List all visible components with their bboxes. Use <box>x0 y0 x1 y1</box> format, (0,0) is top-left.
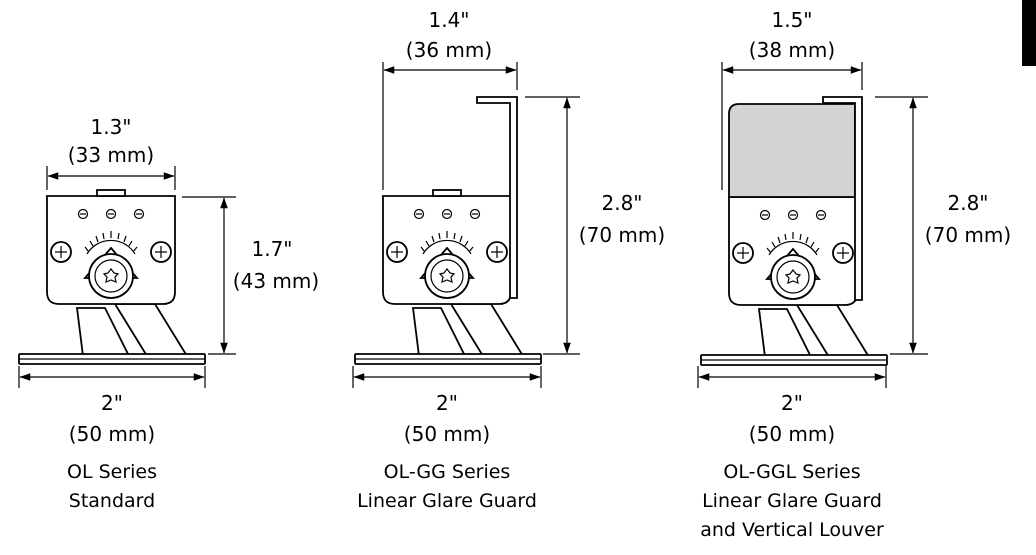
olggl-height-in: 2.8" <box>947 191 988 215</box>
ol-height-mm: (43 mm) <box>233 269 319 293</box>
ol-base-mm: (50 mm) <box>69 422 155 446</box>
ol-caption-subtitle: Standard <box>69 490 155 512</box>
diagram-olggl: 1.5" (38 mm) 2.8" (70 mm) 2" (50 mm) OL-… <box>697 8 1011 541</box>
diagram-ol: 1.3" (33 mm) 1.7" (43 mm) 2" (50 mm) OL … <box>18 115 319 512</box>
ol-width-mm: (33 mm) <box>68 143 154 167</box>
ol-height-in: 1.7" <box>251 237 292 261</box>
olggl-width-mm: (38 mm) <box>749 38 835 62</box>
olgg-height-in: 2.8" <box>601 191 642 215</box>
olggl-glare-guard <box>822 96 863 301</box>
olggl-caption-line3: and Vertical Louver <box>700 519 884 541</box>
ol-sensor-drawing <box>18 189 206 365</box>
olggl-base-in: 2" <box>781 391 803 415</box>
ol-width-in: 1.3" <box>90 115 131 139</box>
olgg-caption-title: OL-GG Series <box>384 461 511 483</box>
ol-caption-title: OL Series <box>67 461 157 483</box>
ol-base-in: 2" <box>101 391 123 415</box>
olggl-width-in: 1.5" <box>771 8 812 32</box>
olgg-width-in: 1.4" <box>428 8 469 32</box>
olgg-height-mm: (70 mm) <box>579 223 665 247</box>
olggl-vertical-louver <box>728 103 856 198</box>
page-edge-tab <box>1022 0 1036 66</box>
olgg-caption-subtitle: Linear Glare Guard <box>357 490 537 512</box>
olggl-height-mm: (70 mm) <box>925 223 1011 247</box>
olgg-width-mm: (36 mm) <box>406 38 492 62</box>
diagram-olgg: 1.4" (36 mm) 2.8" (70 mm) 2" (50 mm) OL-… <box>352 8 665 512</box>
olggl-caption-line2: Linear Glare Guard <box>702 490 882 512</box>
olgg-base-in: 2" <box>436 391 458 415</box>
olgg-base-mm: (50 mm) <box>404 422 490 446</box>
olggl-base-mm: (50 mm) <box>749 422 835 446</box>
olgg-glare-guard <box>476 96 518 299</box>
olggl-caption-title: OL-GGL Series <box>723 461 860 483</box>
